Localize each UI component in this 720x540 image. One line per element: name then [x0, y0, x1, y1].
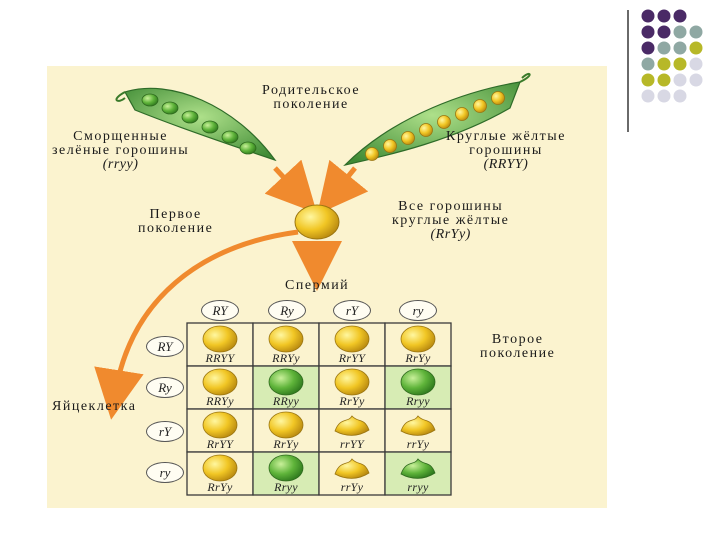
yellow-round-pea-icon — [334, 325, 370, 353]
genotype-label: RrYy — [273, 437, 299, 451]
round-genotype: (RRYY) — [483, 157, 529, 172]
decor-dot — [689, 57, 703, 71]
decor-dot — [657, 25, 671, 39]
decor-dot — [641, 25, 655, 39]
decor-dot — [657, 89, 671, 103]
green-pea-icon — [221, 130, 239, 144]
arrow-right-to-f1 — [317, 159, 369, 215]
green-round-pea-icon — [268, 368, 304, 396]
green-round-pea-icon — [400, 368, 436, 396]
egg-gamete-RY: RY — [146, 336, 184, 357]
decor-dot — [641, 9, 655, 23]
decor-dot — [689, 41, 703, 55]
wrinkled-genotype: (rryy) — [102, 157, 139, 172]
wrinkled-green-pod-icon — [115, 87, 277, 162]
decor-dot — [641, 57, 655, 71]
divider-line — [627, 10, 629, 132]
sperm-gamete-ry: ry — [399, 300, 437, 321]
yellow-round-pea-icon — [202, 368, 238, 396]
egg-gamete-ry: ry — [146, 462, 184, 483]
decor-dot — [657, 41, 671, 55]
yellow-pea-icon — [491, 91, 505, 105]
genotype-label: rryy — [407, 480, 429, 494]
punnett-grid — [186, 322, 452, 496]
decor-dot — [641, 73, 655, 87]
decor-dot — [657, 57, 671, 71]
decor-dot — [673, 89, 687, 103]
yellow-round-pea-icon — [202, 325, 238, 353]
decor-dot — [673, 57, 687, 71]
yellow-pea-icon — [365, 147, 379, 161]
egg-gamete-rY: rY — [146, 421, 184, 442]
yellow-round-pea-icon — [334, 368, 370, 396]
green-pea-icon — [141, 93, 159, 107]
f1-pea-icon — [294, 204, 340, 240]
arrow-curve-to-egg — [94, 229, 299, 420]
decor-dot — [641, 41, 655, 55]
yellow-round-pea-icon — [268, 411, 304, 439]
green-pea-icon — [201, 120, 219, 134]
arrow-left-to-f1 — [264, 159, 317, 214]
yellow-round-pea-icon — [202, 411, 238, 439]
egg-label: Яйцеклетка — [52, 399, 137, 414]
yellow-pea-icon — [401, 131, 415, 145]
green-pea-icon — [181, 110, 199, 124]
yellow-round-pea-icon — [400, 325, 436, 353]
yellow-pea-icon — [455, 107, 469, 121]
genotype-label: RrYy — [405, 351, 431, 365]
decor-dot — [657, 73, 671, 87]
genotype-label: RRYy — [272, 351, 300, 365]
genotype-label: Rryy — [406, 394, 430, 408]
decor-dot — [689, 73, 703, 87]
sperm-gamete-Ry: Ry — [268, 300, 306, 321]
yellow-pea-icon — [383, 139, 397, 153]
decor-dot — [641, 89, 655, 103]
green-pea-icon — [239, 141, 257, 155]
decor-dot — [673, 41, 687, 55]
yellow-wrinkled-pea-icon — [334, 458, 370, 479]
genotype-label: RrYY — [206, 437, 234, 451]
decor-dot — [657, 9, 671, 23]
genotype-label: RRYY — [205, 351, 235, 365]
genotype-label: RrYy — [339, 394, 365, 408]
yellow-pea-icon — [473, 99, 487, 113]
green-wrinkled-pea-icon — [400, 458, 436, 479]
decor-dot — [673, 73, 687, 87]
yellow-round-pea-icon — [268, 325, 304, 353]
yellow-pea-icon — [437, 115, 451, 129]
sperm-gamete-RY: RY — [201, 300, 239, 321]
genotype-label: rrYy — [340, 480, 364, 494]
genotype-label: rrYY — [340, 437, 364, 451]
corner-dots-decoration — [641, 9, 703, 103]
genotype-label: rrYy — [406, 437, 430, 451]
round-yellow-pod-icon — [343, 72, 531, 167]
genotype-label: Rryy — [274, 480, 298, 494]
yellow-wrinkled-pea-icon — [400, 415, 436, 436]
green-round-pea-icon — [268, 454, 304, 482]
yellow-pea-icon — [419, 123, 433, 137]
egg-gamete-Ry: Ry — [146, 377, 184, 398]
genotype-label: RRYy — [206, 394, 234, 408]
sperm-gamete-rY: rY — [333, 300, 371, 321]
decor-dot — [673, 9, 687, 23]
genotype-label: RrYy — [207, 480, 233, 494]
yellow-round-pea-icon — [202, 454, 238, 482]
sperm-label: Спермий — [285, 278, 350, 293]
decor-dot — [673, 25, 687, 39]
genotype-label: RRyy — [272, 394, 300, 408]
genotype-label: RrYY — [338, 351, 366, 365]
decor-dot — [689, 25, 703, 39]
all-peas-genotype: (RrYy) — [430, 227, 471, 242]
green-pea-icon — [161, 101, 179, 115]
yellow-wrinkled-pea-icon — [334, 415, 370, 436]
